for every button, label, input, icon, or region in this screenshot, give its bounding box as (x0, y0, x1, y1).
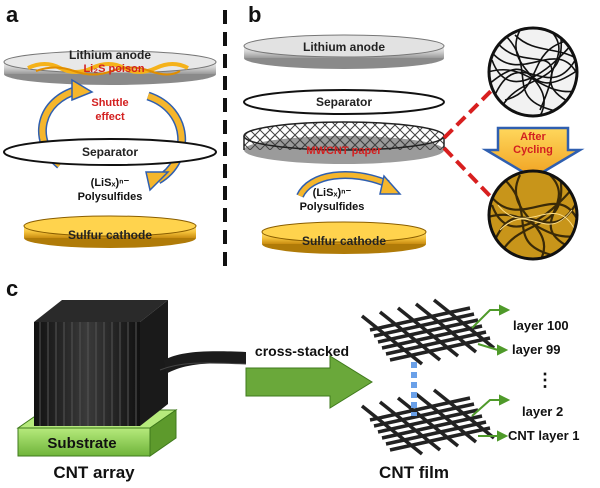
zoom-line-top (442, 88, 494, 140)
sulfur-cathode-label-a: Sulfur cathode (68, 228, 152, 242)
panel-letter-a: a (6, 2, 19, 27)
cnt-array-label: CNT array (53, 463, 135, 482)
separator-label-b: Separator (316, 95, 372, 109)
layer-99-label: layer 99 (512, 342, 560, 357)
lisx-label-a: (LiSₓ)ⁿ⁻ (91, 177, 130, 189)
panel-letter-b: b (248, 2, 261, 27)
lithium-anode-disc-a (3, 50, 217, 85)
shuttle-effect-label-2: effect (95, 111, 125, 123)
lithium-anode-disc-b (243, 34, 445, 69)
cnt-film-top (360, 298, 496, 366)
polysulfides-label-a: Polysulfides (78, 191, 143, 203)
lithium-anode-label-a: Lithium anode (69, 48, 151, 62)
polysulfides-label-b: Polysulfides (300, 201, 365, 213)
panel-b: Lithium anode Separator MWCNT paper (LiS… (243, 26, 585, 261)
lithium-anode-label-b: Lithium anode (303, 40, 385, 54)
mwcnt-paper-label: MWCNT paper (306, 145, 382, 157)
cnt-array-block (34, 300, 247, 426)
panel-c: Substrate CNT array cross-stacked (16, 298, 580, 482)
cnt-layer-1-label: CNT layer 1 (508, 428, 580, 443)
layer-100-label: layer 100 (513, 318, 569, 333)
separator-label-a: Separator (82, 145, 138, 159)
layer-2-label: layer 2 (522, 404, 563, 419)
after-cycling-arrow (481, 126, 585, 180)
separator-ring-b (243, 89, 445, 115)
mwcnt-paper-disc (243, 121, 445, 164)
panel-a: Lithium anode Li₂S poison Shuttle effect… (3, 48, 217, 248)
after-cycling-label-2: Cycling (513, 144, 553, 156)
li2s-poison-label: Li₂S poison (83, 63, 144, 75)
after-cycling-label-1: After (520, 131, 546, 143)
cnt-film-label: CNT film (379, 463, 449, 482)
separator-ring-a (3, 138, 217, 166)
sulfur-cathode-disc-a (23, 215, 197, 248)
layer-pointer-arrows (471, 304, 511, 442)
fresh-mwcnt-micrograph (487, 26, 579, 118)
cross-stacked-arrow (245, 355, 373, 409)
polysulfide-return-arrow (296, 170, 402, 199)
cnt-film-bottom (360, 388, 496, 456)
sulfur-cathode-disc-b (261, 221, 427, 254)
cross-stacked-label: cross-stacked (255, 343, 349, 359)
cycled-mwcnt-micrograph (487, 169, 579, 261)
layer-ellipsis: ⋮ (536, 370, 554, 390)
substrate-label: Substrate (47, 435, 116, 452)
sulfur-cathode-label-b: Sulfur cathode (302, 234, 386, 248)
panel-letter-c: c (6, 276, 18, 301)
shuttle-effect-label-1: Shuttle (91, 97, 128, 109)
zoom-line-bottom (442, 146, 494, 200)
lisx-label-b: (LiSₓ)ⁿ⁻ (313, 187, 352, 199)
